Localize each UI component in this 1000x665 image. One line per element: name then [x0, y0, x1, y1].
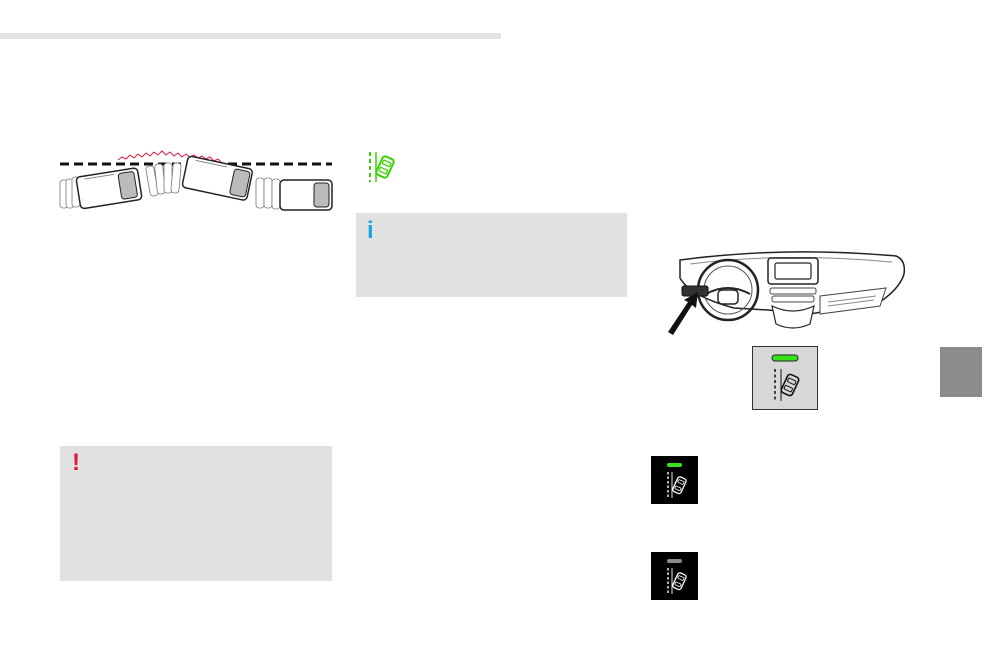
- lane-drift-illustration: [59, 150, 333, 211]
- lane-assist-indicator-on-icon: [771, 354, 800, 401]
- header-rule: [0, 33, 501, 39]
- motion-trail: [145, 162, 182, 197]
- motion-trail: [255, 177, 281, 210]
- van-in-lane: [279, 179, 333, 211]
- lane-assist-indicator-off-icon: [667, 559, 687, 594]
- van-correcting: [181, 155, 254, 201]
- drift-alert-line: [117, 150, 223, 164]
- info-icon: i: [367, 217, 374, 244]
- lane-keeping-assist-icon: [369, 152, 395, 182]
- dashboard-illustration: [668, 251, 906, 335]
- chapter-tab[interactable]: [940, 347, 982, 397]
- warning-box: !: [60, 446, 332, 581]
- lane-assist-indicator-on-icon: [667, 463, 687, 498]
- indicator-frame: [752, 346, 818, 410]
- exclamation-icon: !: [72, 449, 80, 476]
- info-box: i: [356, 213, 627, 297]
- indicator-inactive-panel: [651, 552, 698, 600]
- van-drifting: [75, 167, 143, 210]
- indicator-active-panel: [651, 456, 698, 504]
